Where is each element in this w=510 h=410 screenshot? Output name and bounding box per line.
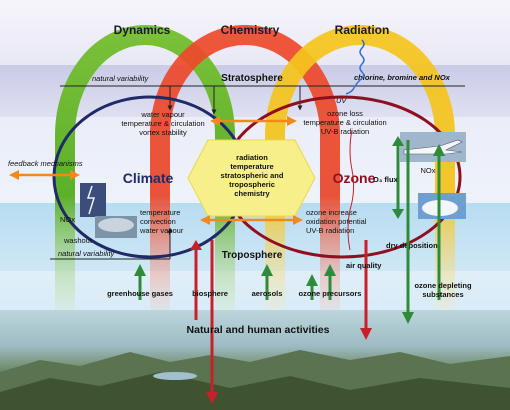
cumulus-cloud-photo xyxy=(418,193,466,219)
ozone-precursors-head-2 xyxy=(306,274,318,286)
dry-deposition-head xyxy=(402,312,414,324)
tropo-ozone-line-2: oxidation potential xyxy=(306,217,367,226)
stratosphere-label: Stratosphere xyxy=(221,73,283,84)
strat-ozone-line-3: UV-B radiation xyxy=(321,127,369,136)
tropo-climate-line-1: temperature xyxy=(140,208,180,217)
feedback-label: feedback mechanisms xyxy=(8,159,83,168)
strat-climate-line-1: water vapour xyxy=(140,110,185,119)
center-line-1: radiation xyxy=(236,153,268,162)
aerosols-head xyxy=(261,264,273,276)
center-line-5: chemistry xyxy=(234,189,270,198)
tropo-climate-line-2: convection xyxy=(140,217,176,226)
ozone-depleting-line-1: ozone depleting xyxy=(414,281,472,290)
climate-label: Climate xyxy=(123,170,174,186)
tropo-climate-line-3: water vapour xyxy=(139,226,184,235)
chemistry-arc xyxy=(150,25,340,310)
air-quality-label: air quality xyxy=(346,261,382,270)
center-line-4: tropospheric xyxy=(229,180,275,189)
biosphere-label: biosphere xyxy=(192,289,228,298)
tropo-ozone-line-3: UV-B radiation xyxy=(306,226,354,235)
dry-deposition-label: dry deposition xyxy=(386,241,438,250)
natural-variability-top-label: natural variability xyxy=(92,74,150,83)
chemistry-title: Chemistry xyxy=(221,23,280,37)
ozone-label: Ozone xyxy=(333,170,376,186)
airplane-photo xyxy=(400,132,466,162)
radiation-arc xyxy=(265,25,455,310)
strat-ozone-line-1: ozone loss xyxy=(327,109,363,118)
nox-left-label: NOx xyxy=(60,215,75,224)
ozone-precursors-label: ozone precursors xyxy=(299,289,362,298)
greenhouse-gases-head xyxy=(134,264,146,276)
dynamics-arc xyxy=(55,25,235,310)
biosphere-up-head xyxy=(190,240,202,250)
greenhouse-gases-label: greenhouse gases xyxy=(107,289,173,298)
o3-flux-down-head xyxy=(392,209,404,219)
aerosols-label: aerosols xyxy=(252,289,283,298)
ozone-precursors-head xyxy=(324,264,336,276)
radiation-title: Radiation xyxy=(335,23,390,37)
ozone-depleting-head xyxy=(433,144,445,156)
lightning-photo xyxy=(80,183,106,217)
ozone-column-line xyxy=(347,129,355,251)
center-line-3: stratospheric and xyxy=(221,171,284,180)
uv-label: UV xyxy=(336,96,347,105)
strat-climate-line-3: vortex stability xyxy=(139,128,187,137)
tropo-ozone-line-1: ozone increase xyxy=(306,208,357,217)
washout-label: washout xyxy=(63,236,93,245)
strat-climate-line-2: temperature & circulation xyxy=(121,119,204,128)
troposphere-label: Troposphere xyxy=(222,250,283,261)
biosphere-down-head xyxy=(206,392,218,404)
ozone-depleting-line-2: substances xyxy=(422,290,463,299)
center-line-2: temperature xyxy=(230,162,273,171)
dynamics-title: Dynamics xyxy=(114,23,171,37)
o3-flux-up-head xyxy=(392,136,404,146)
o3-flux-label: O₃ flux xyxy=(373,175,399,184)
chlorine-label: chlorine, bromine and NOx xyxy=(354,73,451,82)
strat-ozone-line-2: temperature & circulation xyxy=(303,118,386,127)
natural-human-activities-label: Natural and human activities xyxy=(187,324,330,336)
landscape-photo xyxy=(0,310,510,410)
storm-cloud-photo xyxy=(95,216,137,238)
nox-right-label: NOx xyxy=(421,166,436,175)
air-quality-head xyxy=(360,328,372,340)
natural-variability-bottom-label: natural variability xyxy=(58,249,116,258)
uv-ray xyxy=(345,39,365,95)
